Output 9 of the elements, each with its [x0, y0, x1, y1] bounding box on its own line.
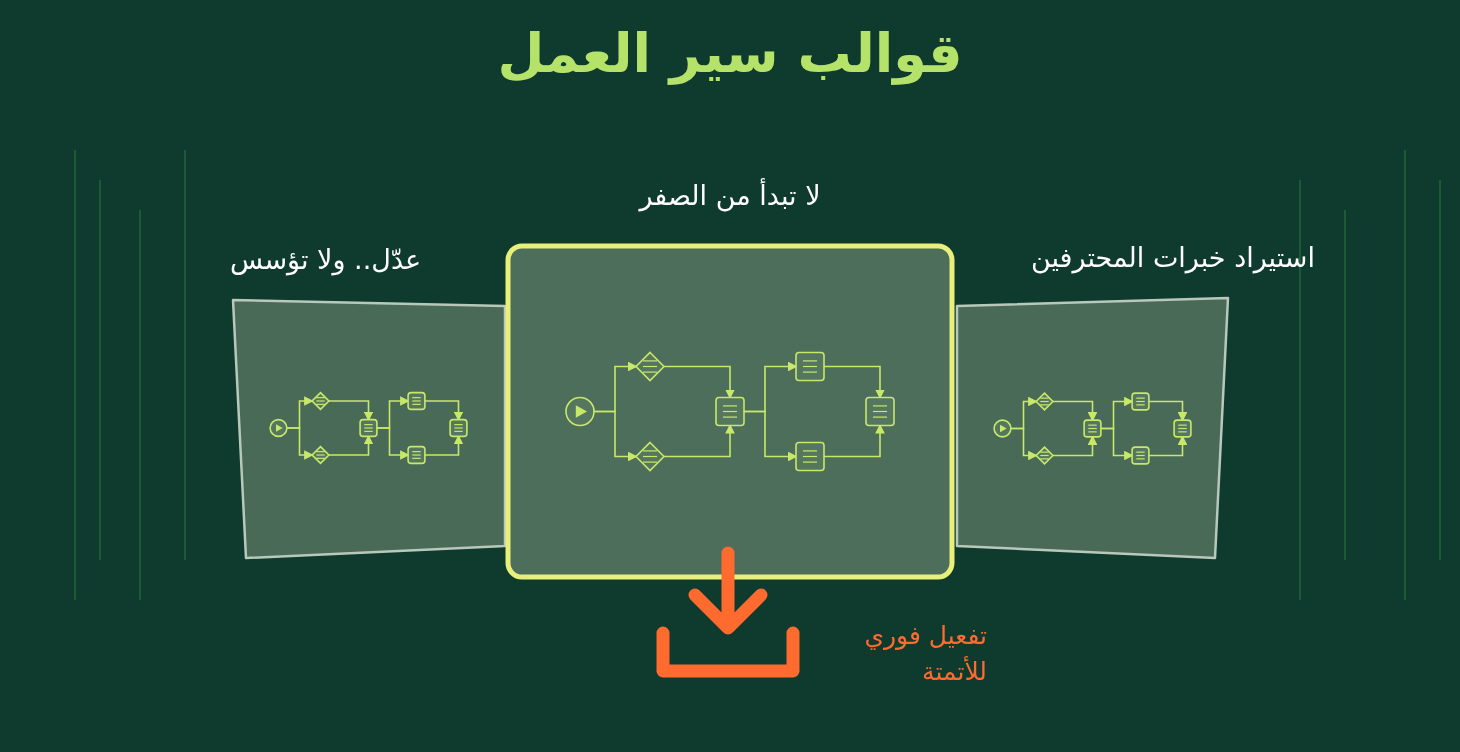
- panel-heading: عدّل.. ولا تؤسس: [230, 244, 423, 275]
- panel-heading: لا تبدأ من الصفر: [637, 180, 822, 211]
- node-label: تفعيل فوري للأتمتة: [863, 620, 987, 688]
- template-panel: [955, 296, 1230, 561]
- title: قوالب سير العمل: [496, 22, 964, 85]
- template-panel: [230, 296, 507, 560]
- panel-heading: استيراد خبرات المحترفين: [1029, 242, 1315, 273]
- template-panel: [505, 243, 955, 580]
- download-icon: [655, 545, 801, 679]
